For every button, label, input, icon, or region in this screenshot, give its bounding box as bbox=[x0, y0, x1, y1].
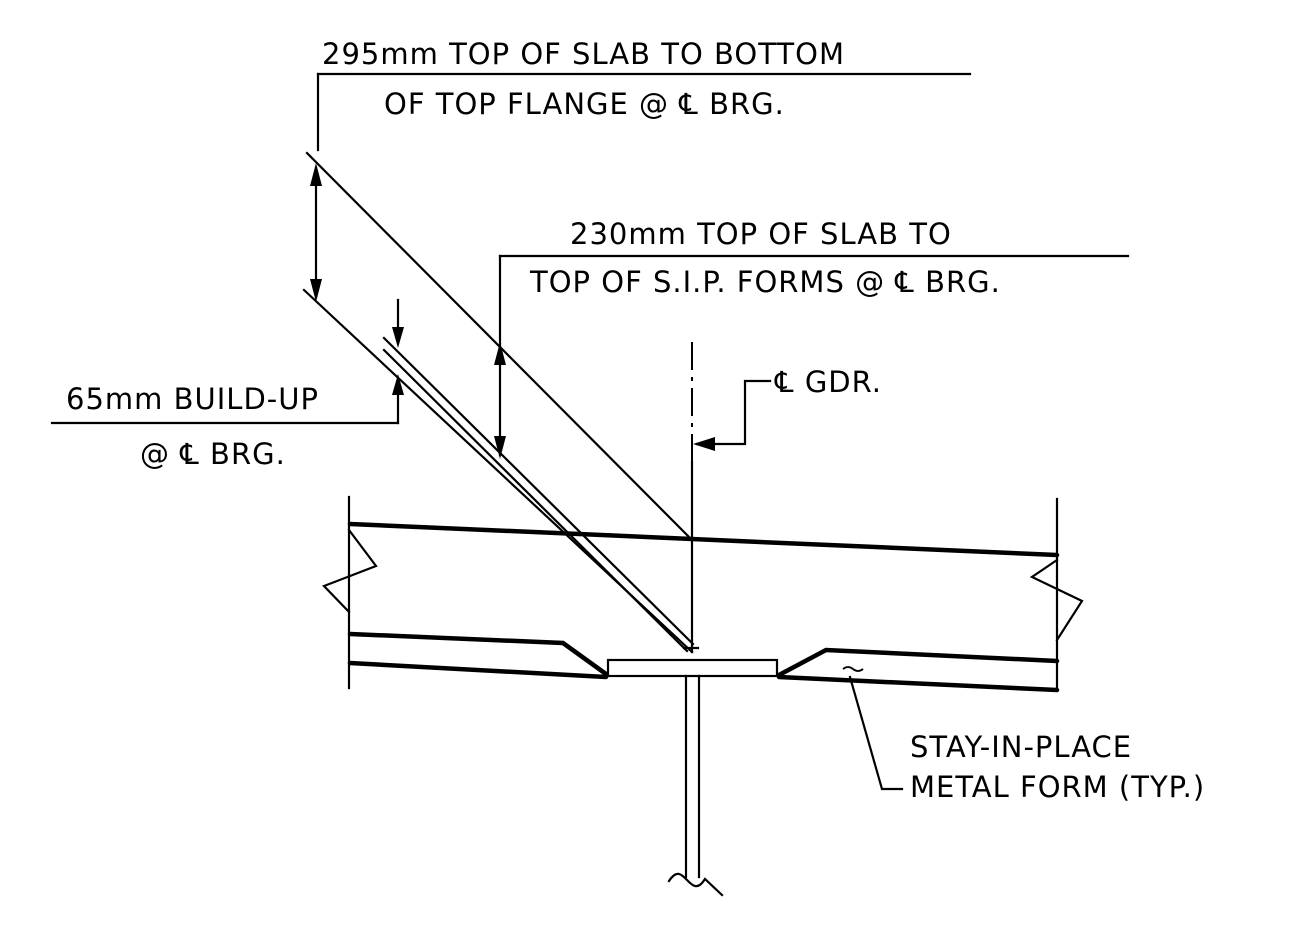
skew-line-buildup-lower bbox=[382, 348, 689, 653]
note-295mm-line1: 295mm TOP OF SLAB TO BOTTOM bbox=[322, 37, 845, 71]
dim-65mm bbox=[392, 298, 404, 395]
note-295mm: 295mm TOP OF SLAB TO BOTTOM OF TOP FLANG… bbox=[316, 37, 972, 152]
form-right-lower bbox=[776, 674, 1060, 693]
note-stay-in-place-form: STAY-IN-PLACE METAL FORM (TYP.) bbox=[842, 666, 1205, 804]
dim-65mm-arrow-up bbox=[392, 374, 404, 395]
dim-295mm-arrow-top bbox=[310, 163, 322, 186]
form-note-leader bbox=[848, 675, 904, 791]
note-centerline-girder: ℄ GDR. bbox=[693, 365, 882, 451]
centerline-girder-arrowhead bbox=[693, 437, 715, 451]
steel-girder bbox=[606, 658, 779, 897]
deck-slab bbox=[322, 495, 1084, 692]
dim-230mm-arrow-bottom bbox=[494, 436, 506, 459]
slab-top-surface bbox=[347, 521, 1060, 558]
skew-line-buildup-upper bbox=[382, 336, 695, 646]
slab-right-break-symbol bbox=[1029, 558, 1084, 642]
slab-left-break-symbol bbox=[322, 528, 378, 614]
centerline-girder-label: ℄ GDR. bbox=[774, 365, 882, 399]
note-230mm-line2: TOP OF S.I.P. FORMS @ ℄ BRG. bbox=[529, 265, 1001, 299]
dim-65mm-arrow-down bbox=[392, 327, 404, 348]
dim-295mm bbox=[310, 163, 322, 302]
note-65mm-line1: 65mm BUILD-UP bbox=[66, 382, 319, 416]
stay-in-place-forms bbox=[347, 631, 1060, 693]
note-65mm-buildup: 65mm BUILD-UP @ ℄ BRG. bbox=[50, 382, 400, 471]
form-note-leader-tick bbox=[842, 666, 864, 672]
dim-230mm bbox=[494, 342, 506, 459]
centerline-girder-leader bbox=[695, 379, 772, 446]
form-note-line2: METAL FORM (TYP.) bbox=[910, 770, 1205, 804]
note-65mm-line2: @ ℄ BRG. bbox=[140, 437, 286, 471]
form-left-lower bbox=[347, 660, 609, 680]
note-230mm: 230mm TOP OF SLAB TO TOP OF S.I.P. FORMS… bbox=[498, 217, 1130, 347]
girder-web-break-symbol bbox=[667, 872, 724, 897]
dim-295mm-arrow-bottom bbox=[310, 279, 322, 302]
note-230mm-line1: 230mm TOP OF SLAB TO bbox=[570, 217, 952, 251]
form-left-upper bbox=[347, 631, 609, 677]
dim-230mm-arrow-top bbox=[494, 342, 506, 365]
form-right-upper bbox=[776, 647, 1060, 678]
note-295mm-line2: OF TOP FLANGE @ ℄ BRG. bbox=[384, 87, 785, 121]
form-note-line1: STAY-IN-PLACE bbox=[910, 730, 1132, 764]
girder-top-flange bbox=[606, 658, 779, 678]
